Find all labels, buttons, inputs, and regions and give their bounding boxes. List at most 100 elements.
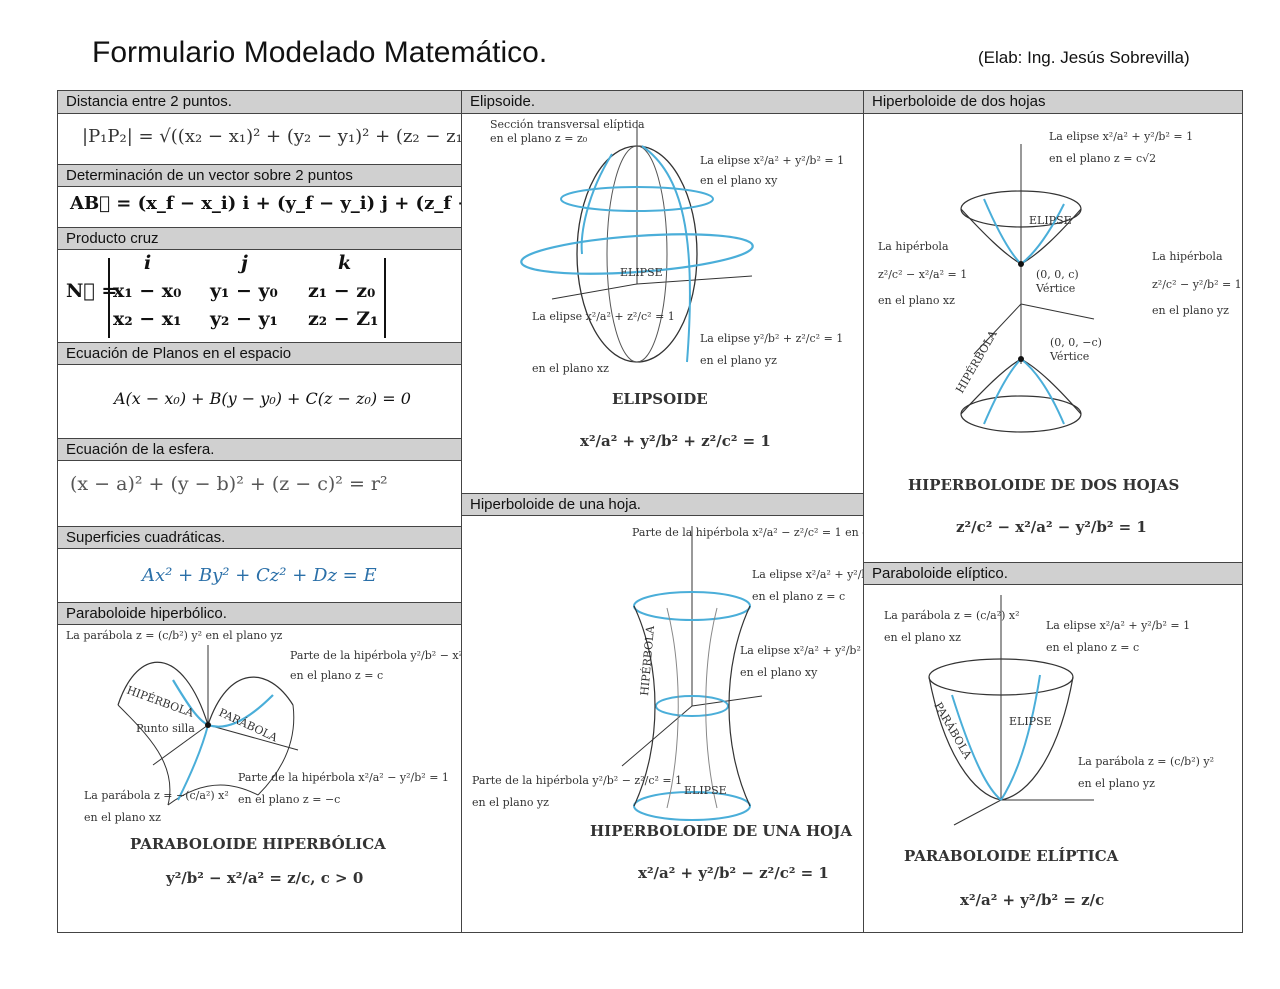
matrix-cell-r2c2: y₂ − y₁ (210, 308, 278, 330)
distance-formula-box: |P₁P₂| = √((x₂ − x₁)² + (y₂ − y₁)² + (z₂… (58, 114, 461, 165)
matrix-cell-r1c1: x₁ − x₀ (113, 280, 182, 302)
section-header-elliptic-paraboloid: Paraboloide elíptico. (864, 562, 1242, 585)
hyperboloid-two-sheets-figure: La elipse x²/a² + y²/b² = 1 en el plano … (864, 114, 1242, 562)
section-header-sphere: Ecuación de la esfera. (58, 438, 461, 461)
matrix-cell-r2c3: z₂ − Z₁ (308, 308, 379, 330)
ellipsoid-note-7: La elipse y²/b² + z²/c² = 1 (700, 332, 843, 345)
elliptic-paraboloid-note-4: en el plano z = c (1046, 641, 1139, 654)
hyperboloid-two-note-11: (0, 0, −c) (1050, 336, 1102, 349)
matrix-cell-r2c1: x₂ − x₁ (113, 308, 182, 330)
ellipsoid-equation: x²/a² + y²/b² + z²/c² = 1 (580, 432, 771, 450)
hyperboloid-one-caption: HIPERBOLOIDE DE UNA HOJA (590, 822, 852, 840)
quadric-formula-box: Ax² + By² + Cz² + Dz = E (58, 549, 461, 603)
hyperboloid-two-note-1: La elipse x²/a² + y²/b² = 1 (1049, 130, 1193, 143)
section-header-ellipsoid: Elipsoide. (462, 91, 863, 114)
elliptic-paraboloid-equation: x²/a² + y²/b² = z/c (960, 891, 1104, 909)
elliptic-paraboloid-diagram: La parábola z = (c/a²) x² en el plano xz… (884, 595, 1214, 909)
elliptic-paraboloid-note-7: ELIPSE (1009, 715, 1052, 728)
hyperboloid-one-note-7: en el plano yz (472, 796, 549, 809)
hyperboloid-one-note-6: Parte de la hipérbola y²/b² − z²/c² = 1 (472, 774, 682, 787)
hyperboloid-two-note-9: z²/c² − y²/b² = 1 (1152, 278, 1242, 291)
elliptic-paraboloid-caption: PARABOLOIDE ELÍPTICA (904, 847, 1119, 865)
elliptic-paraboloid-note-1: La parábola z = (c/a²) x² (884, 609, 1020, 622)
hyperboloid-two-note-12: Vértice (1049, 350, 1089, 363)
section-header-hyperbolic-paraboloid: Paraboloide hiperbólico. (58, 602, 461, 625)
hyperboloid-two-note-7: Vértice (1035, 282, 1075, 295)
hyperboloid-two-note-6: (0, 0, c) (1036, 268, 1079, 281)
ellipsoid-note-4: en el plano xy (700, 174, 778, 187)
cross-product-lhs: N⃗ = (66, 280, 118, 302)
hyperboloid-two-note-13: ELIPSE (1029, 214, 1072, 227)
column-middle: Elipsoide. Sección transversal elíptica … (462, 91, 864, 932)
hyperboloid-two-note-2: en el plano z = c√2 (1049, 152, 1156, 165)
hyperbolic-paraboloid-note-4: Punto silla (136, 722, 195, 735)
hyperbolic-paraboloid-note-5: Parte de la hipérbola x²/a² − y²/b² = 1 (238, 771, 449, 784)
section-header-vector: Determinación de un vector sobre 2 punto… (58, 164, 461, 187)
ellipsoid-note-2: en el plano z = z₀ (490, 132, 588, 145)
page-title: Formulario Modelado Matemático. (92, 36, 548, 69)
planes-formula-box: A(x − x₀) + B(y − y₀) + C(z − z₀) = 0 (58, 365, 461, 438)
ellipsoid-note-9: ELIPSE (620, 266, 663, 279)
hyperbolic-paraboloid-note-6: en el plano z = −c (238, 793, 340, 806)
elliptic-paraboloid-note-3: La elipse x²/a² + y²/b² = 1 (1046, 619, 1190, 632)
hyperboloid-one-note-9: HIPÉRBOLA (637, 624, 657, 696)
hyperboloid-two-note-14: HIPÉRBOLA (952, 327, 1000, 396)
determinant-bar-left (108, 258, 110, 338)
sphere-formula: (x − a)² + (y − b)² + (z − c)² = r² (70, 473, 388, 495)
ellipsoid-note-3: La elipse x²/a² + y²/b² = 1 (700, 154, 844, 167)
section-header-hyperboloid-two-sheets: Hiperboloide de dos hojas (864, 91, 1242, 114)
hyperboloid-two-equation: z²/c² − x²/a² − y²/b² = 1 (956, 518, 1147, 536)
hyperbolic-paraboloid-equation: y²/b² − x²/a² = z/c, c > 0 (165, 869, 363, 887)
hyperbolic-paraboloid-note-2: Parte de la hipérbola y²/b² − x²/a² = 1 (290, 649, 461, 662)
hyperbolic-paraboloid-caption: PARABOLOIDE HIPERBÓLICA (130, 835, 386, 853)
hyperboloid-two-note-4: z²/c² − x²/a² = 1 (878, 268, 967, 281)
determinant-bar-right (384, 258, 386, 338)
elliptic-paraboloid-figure: La parábola z = (c/a²) x² en el plano xz… (864, 585, 1242, 933)
hyperboloid-one-note-3: en el plano z = c (752, 590, 845, 603)
quadric-formula: Ax² + By² + Cz² + Dz = E (142, 565, 377, 586)
ellipsoid-figure: Sección transversal elíptica en el plano… (462, 114, 863, 493)
hyperboloid-two-note-5: en el plano xz (878, 294, 955, 307)
matrix-cell-i: i (144, 252, 152, 274)
ellipsoid-diagram: Sección transversal elíptica en el plano… (490, 118, 844, 450)
cross-product-box: N⃗ = i j k x₁ − x₀ y₁ − y₀ z₁ − z₀ x₂ − … (58, 250, 461, 342)
ellipsoid-caption: ELIPSOIDE (612, 390, 708, 408)
hyperbolic-paraboloid-note-8: en el plano xz (84, 811, 161, 824)
hyperboloid-one-note-2: La elipse x²/a² + y²/b² = 2 (752, 568, 863, 581)
hyperboloid-one-note-1: Parte de la hipérbola x²/a² − z²/c² = 1 … (632, 526, 863, 539)
vector-formula: AB⃗ = (x_f − x_i) i + (y_f − y_i) j + (z… (70, 193, 461, 214)
hyperboloid-one-equation: x²/a² + y²/b² − z²/c² = 1 (638, 864, 829, 882)
matrix-cell-r1c2: y₁ − y₀ (210, 280, 278, 302)
matrix-cell-k: k (338, 252, 352, 274)
hyperboloid-one-sheet-figure: Parte de la hipérbola x²/a² − z²/c² = 1 … (462, 516, 863, 933)
ellipsoid-note-5: La elipse x²/a² + z²/c² = 1 (532, 310, 675, 323)
elliptic-paraboloid-note-5: La parábola z = (c/b²) y² (1078, 755, 1214, 768)
elliptic-paraboloid-note-2: en el plano xz (884, 631, 961, 644)
hyperbolic-paraboloid-note-1: La parábola z = (c/b²) y² en el plano yz (66, 629, 283, 642)
column-right: Hiperboloide de dos hojas La elipse x²/a… (864, 91, 1242, 932)
hyperboloid-one-sheet-diagram: Parte de la hipérbola x²/a² − z²/c² = 1 … (472, 526, 863, 882)
hyperbolic-paraboloid-note-3: en el plano z = c (290, 669, 383, 682)
vector-formula-box: AB⃗ = (x_f − x_i) i + (y_f − y_i) j + (z… (58, 187, 461, 227)
ellipsoid-note-8: en el plano yz (700, 354, 777, 367)
column-left: Distancia entre 2 puntos. |P₁P₂| = √((x₂… (58, 91, 462, 932)
hyperboloid-two-sheets-diagram: La elipse x²/a² + y²/b² = 1 en el plano … (878, 130, 1242, 536)
distance-formula: |P₁P₂| = √((x₂ − x₁)² + (y₂ − y₁)² + (z₂… (82, 126, 461, 147)
hyperboloid-two-note-10: en el plano yz (1152, 304, 1229, 317)
ellipsoid-note-6: en el plano xz (532, 362, 609, 375)
matrix-cell-j: j (241, 252, 248, 274)
hyperbolic-paraboloid-figure: HIPÉRBOLA PARÁBOLA La parábola z = (c/b²… (58, 625, 461, 933)
planes-formula: A(x − x₀) + B(y − y₀) + C(z − z₀) = 0 (114, 389, 411, 408)
hyperbolic-paraboloid-diagram: HIPÉRBOLA PARÁBOLA La parábola z = (c/b²… (66, 629, 461, 887)
hyperboloid-two-note-3: La hipérbola (878, 240, 949, 253)
hyperboloid-one-note-8: ELIPSE (684, 784, 727, 797)
hyperboloid-two-note-8: La hipérbola (1152, 250, 1223, 263)
hyperbolic-paraboloid-note-7: La parábola z = −(c/a²) x² (84, 789, 229, 802)
formula-sheet: Distancia entre 2 puntos. |P₁P₂| = √((x₂… (57, 90, 1243, 933)
section-header-planes: Ecuación de Planos en el espacio (58, 342, 461, 365)
sphere-formula-box: (x − a)² + (y − b)² + (z − c)² = r² (58, 461, 461, 527)
hyperboloid-two-caption: HIPERBOLOIDE DE DOS HOJAS (908, 476, 1179, 494)
hyperboloid-one-note-4: La elipse x²/a² + y²/b² = 1 (740, 644, 863, 657)
matrix-cell-r1c3: z₁ − z₀ (308, 280, 376, 302)
section-header-hyperboloid-one-sheet: Hiperboloide de una hoja. (462, 493, 863, 516)
